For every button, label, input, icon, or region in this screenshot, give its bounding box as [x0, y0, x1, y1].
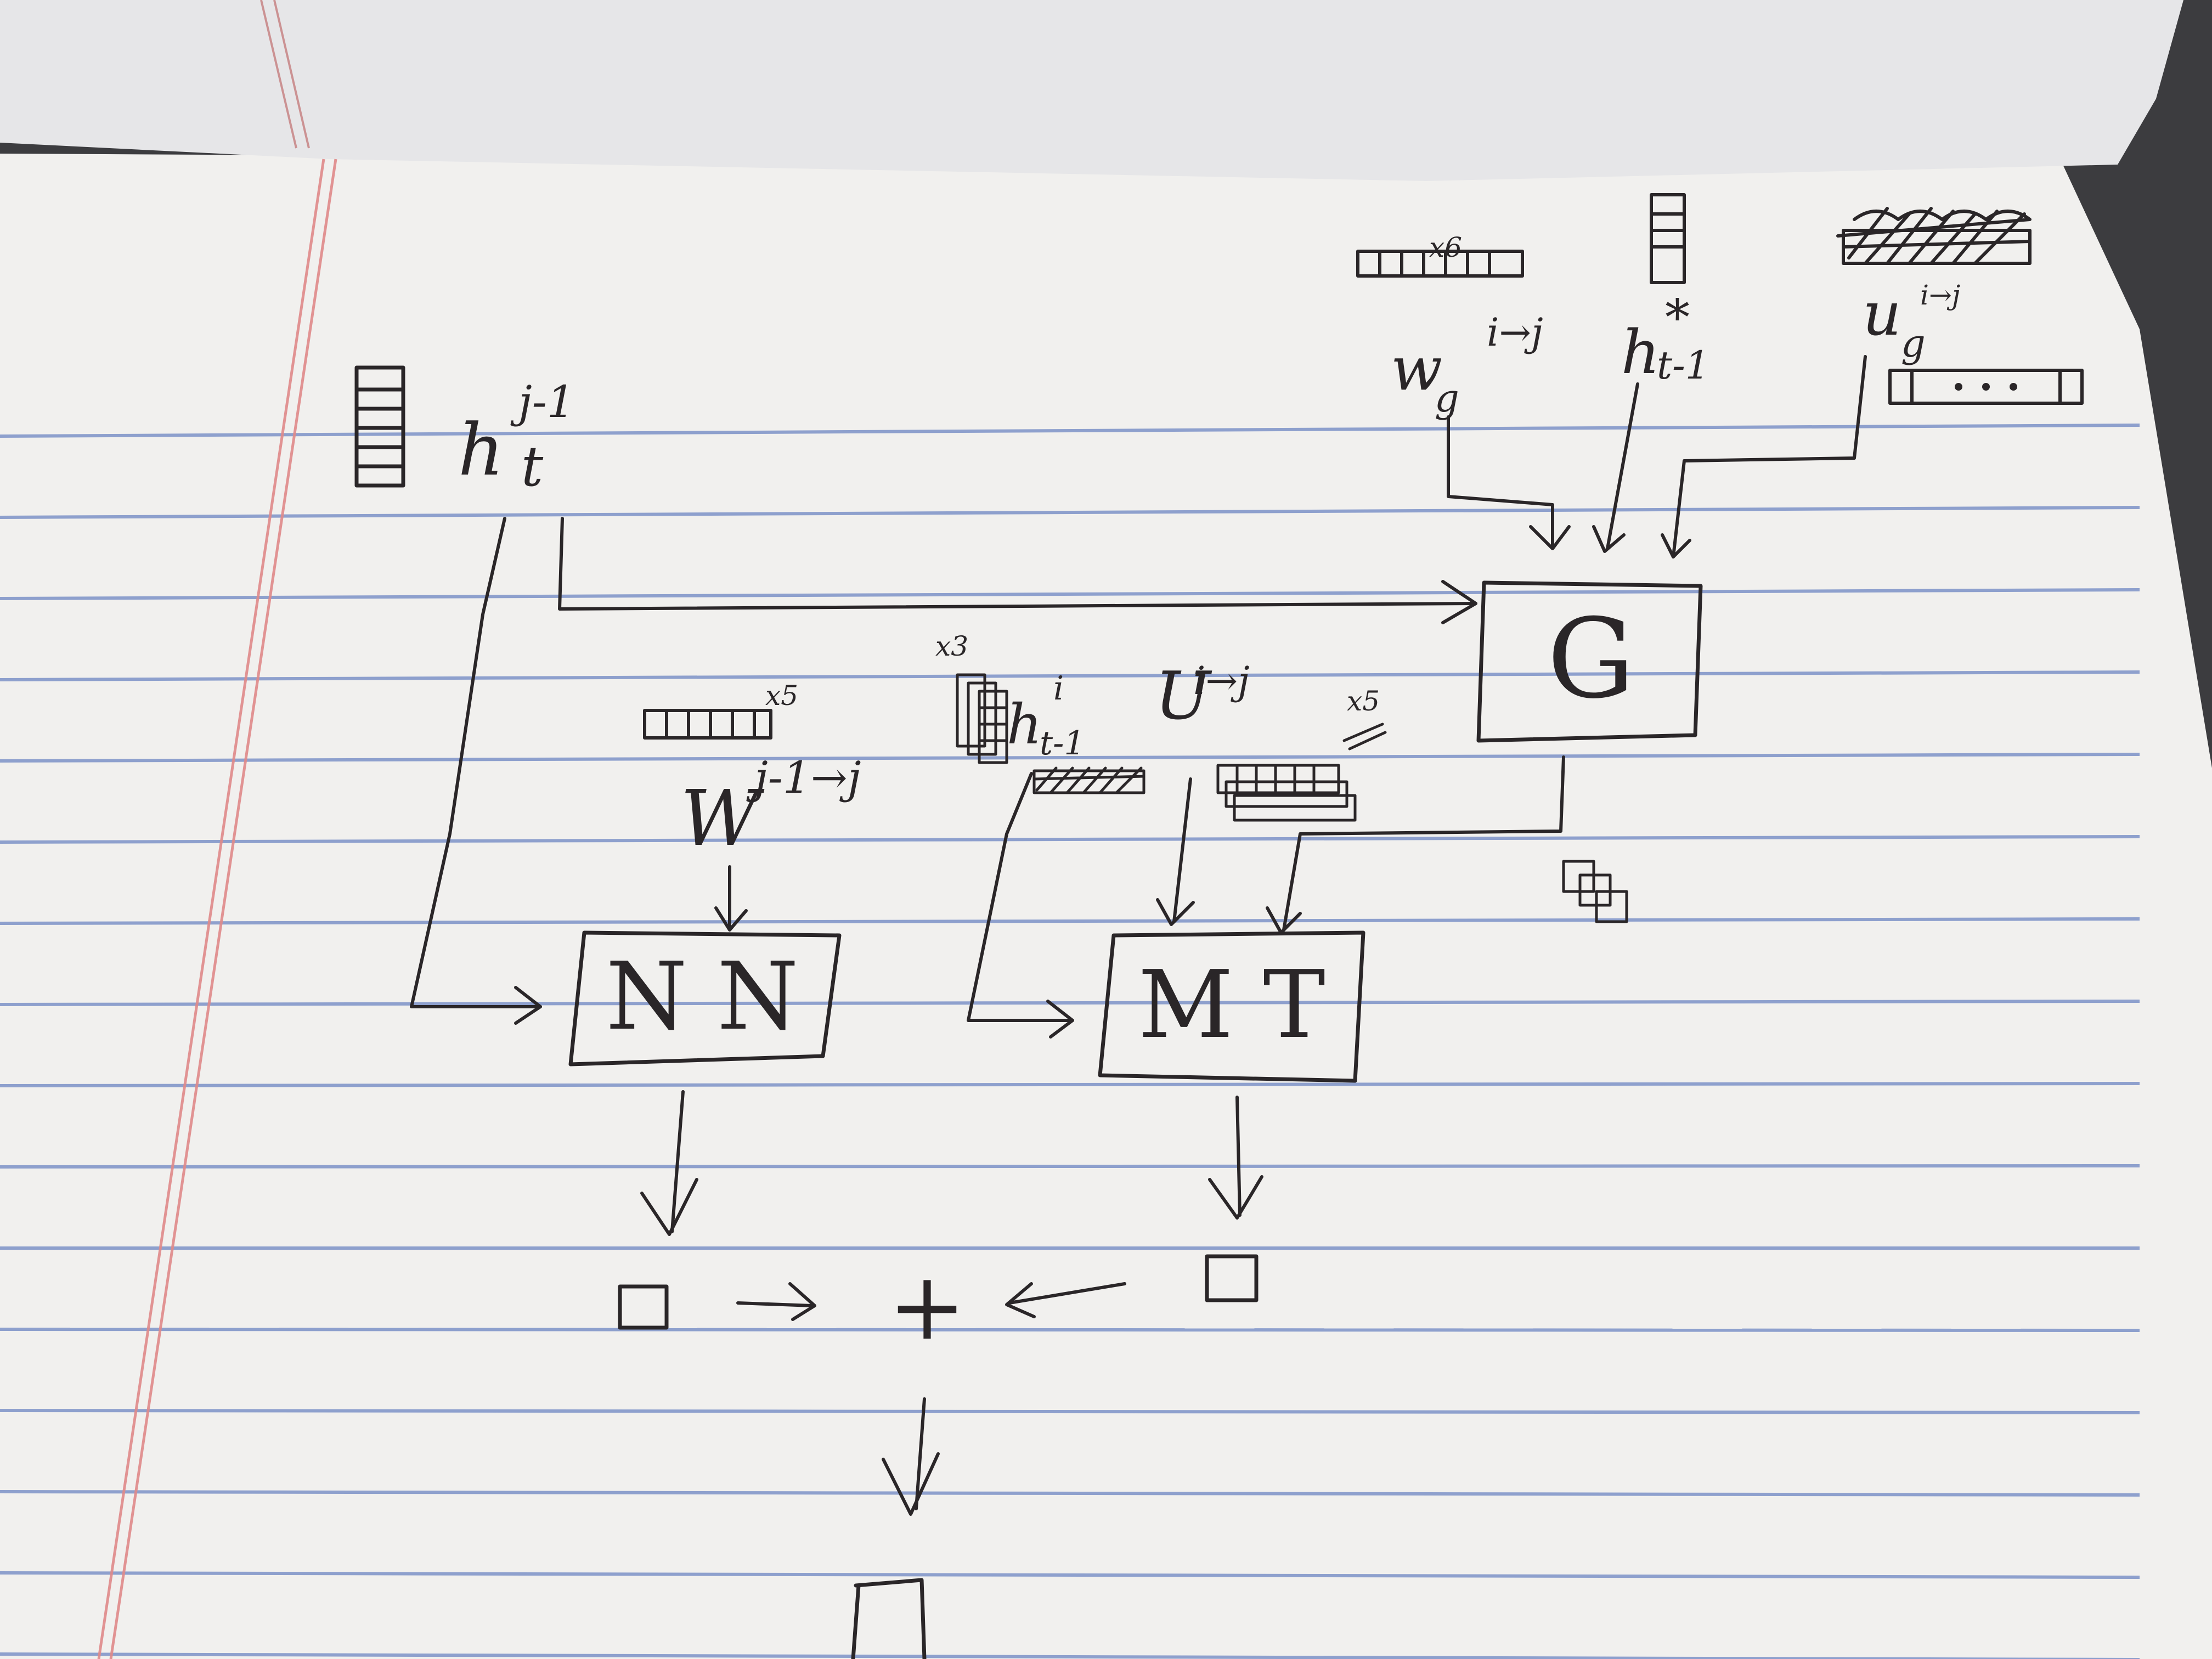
nn-box: N N	[568, 930, 842, 1066]
nn-box-label: N N	[606, 943, 799, 1051]
final-output-square	[851, 1578, 927, 1659]
h-t1-sub: t-1	[1040, 724, 1085, 763]
w-g-sup: i→j	[1487, 310, 1543, 355]
ruled-line	[0, 588, 2140, 600]
h-star-vector-icon	[1650, 193, 1686, 284]
h-t-prev-sub: t	[521, 435, 544, 499]
ruled-line	[0, 1490, 2140, 1497]
u-g-label: u	[1863, 279, 1901, 349]
h-star-sup: *	[1665, 289, 1690, 347]
ruled-line	[0, 670, 2140, 681]
h-t1-label: h	[1007, 692, 1042, 757]
ruled-line	[0, 1652, 2140, 1659]
h-t1-count: x3	[935, 630, 968, 662]
h-t-prev-label: h	[458, 408, 504, 492]
g-box-label: G	[1547, 595, 1635, 723]
ruled-line	[0, 506, 2140, 519]
mt-box: M T	[1098, 930, 1365, 1083]
ruled-line	[0, 917, 2140, 925]
U-sup: i→j	[1193, 658, 1250, 703]
W-vector-icon	[643, 709, 772, 740]
w-g-vector-icon	[1356, 250, 1524, 278]
U-count: x5	[1347, 685, 1380, 717]
ruled-lines	[0, 424, 2140, 1659]
connection-lines	[410, 355, 1867, 1516]
w-g-label: w	[1391, 334, 1442, 404]
mt-box-label: M T	[1138, 951, 1325, 1059]
U-stack-vector-icon	[1216, 723, 1387, 822]
ruled-line	[0, 1328, 2140, 1332]
h-t-prev-sup: j-1	[510, 376, 575, 427]
W-count: x5	[765, 680, 798, 712]
margin-lines	[97, 0, 337, 1659]
ruled-line	[0, 1409, 2140, 1414]
h-t1-stack-vector-icon	[956, 673, 1008, 764]
W-sup: j-1→j	[746, 752, 861, 803]
ruled-line	[0, 753, 2140, 763]
ruled-line	[0, 1082, 2140, 1087]
output-squares	[618, 1254, 1259, 1659]
h-star-sub: t-1	[1657, 343, 1709, 388]
ruled-line	[0, 1571, 2140, 1579]
ruled-line	[0, 835, 2140, 844]
scribbled-h-t1-icon	[1032, 766, 1146, 794]
h-star-label: h	[1621, 317, 1660, 387]
mt-output-square	[1205, 1254, 1259, 1302]
U-label: U	[1155, 658, 1212, 735]
u-g-sup: i→j	[1920, 279, 1960, 311]
u-g-vector-icon	[1888, 369, 2084, 405]
g-output-squares-icon	[1562, 860, 1628, 923]
scribbled-vector-icon	[1836, 207, 2032, 265]
w-g-sub: g	[1435, 376, 1459, 421]
ruled-line	[0, 1000, 2140, 1006]
W-label: W	[680, 774, 765, 864]
h-t1-sup: i	[1053, 669, 1064, 708]
nn-output-square	[618, 1284, 669, 1330]
plus-operator: +	[888, 1252, 966, 1361]
notebook-page	[0, 154, 2212, 1659]
w-g-count: x6	[1429, 232, 1462, 263]
ruled-line	[0, 1164, 2140, 1169]
h-t-prev-vector-icon	[354, 365, 405, 488]
g-gate-box: G	[1476, 580, 1703, 743]
u-g-sub: g	[1901, 321, 1926, 366]
flipped-page	[0, 0, 2183, 181]
